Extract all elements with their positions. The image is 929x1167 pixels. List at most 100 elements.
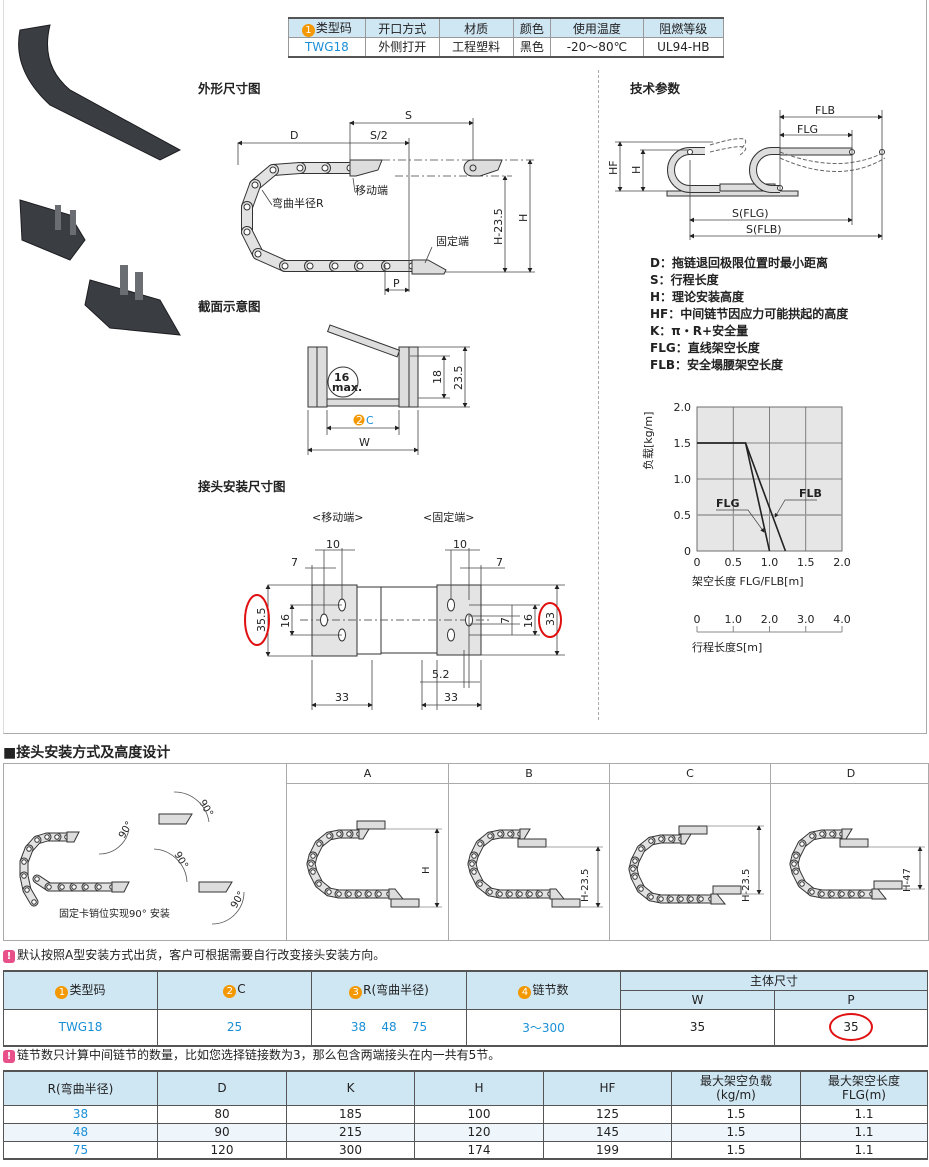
mount-bracket bbox=[517, 838, 547, 848]
dim-35.5: 35.5 bbox=[255, 608, 268, 633]
chain-pin bbox=[829, 891, 835, 897]
spec-code[interactable]: TWG18 bbox=[288, 37, 366, 57]
cell-R[interactable]: 48 bbox=[3, 1122, 158, 1142]
order-links[interactable]: 3～300 bbox=[466, 1008, 621, 1047]
chain-photo-2 bbox=[19, 199, 86, 261]
chain-pin bbox=[799, 881, 805, 887]
moving-end-plate bbox=[349, 159, 383, 177]
cell-R[interactable]: 75 bbox=[3, 1140, 158, 1160]
legend-item: HF：中间链节因应力可能拱起的高度 bbox=[650, 307, 849, 321]
chart-leader bbox=[774, 499, 817, 518]
chain-pin bbox=[71, 884, 77, 890]
dim-B: H-23.5 bbox=[580, 869, 591, 902]
mount-bracket bbox=[356, 820, 386, 830]
chart-y-tick: 0 bbox=[684, 545, 691, 558]
spec-cell: 外侧打开 bbox=[364, 37, 440, 57]
dim-FLG: FLG bbox=[797, 123, 818, 136]
header-K: K bbox=[286, 1070, 415, 1106]
dim-23.5: 23.5 bbox=[452, 366, 465, 391]
chain-pin bbox=[366, 891, 372, 897]
chart-x-tick: 0.5 bbox=[725, 556, 743, 569]
order-W: 35 bbox=[620, 1008, 775, 1047]
cell: 120 bbox=[157, 1140, 287, 1160]
mount-bracket bbox=[839, 838, 869, 848]
chain-pin bbox=[632, 858, 638, 864]
chain-pin bbox=[497, 891, 503, 897]
chain-pin bbox=[658, 836, 664, 842]
chain-pin bbox=[306, 262, 314, 270]
order-code[interactable]: TWG18 bbox=[3, 1008, 158, 1047]
mount-bracket bbox=[678, 825, 708, 835]
chain-photo-1 bbox=[18, 24, 182, 161]
chain-pin bbox=[34, 837, 40, 843]
chart-label-flg: FLG bbox=[716, 497, 740, 510]
joint-title: 接头安装尺寸图 bbox=[198, 479, 286, 494]
chart-secondary-label: 行程长度S[m] bbox=[692, 640, 762, 654]
label-bend-radius: 弯曲半径R bbox=[272, 196, 324, 210]
chain-pin bbox=[658, 896, 664, 902]
r-option[interactable]: 38 bbox=[350, 1020, 367, 1035]
dim-33-vertical: 33 bbox=[544, 612, 557, 626]
chain-pin bbox=[326, 889, 332, 895]
chain-pin bbox=[59, 884, 65, 890]
chain-pin bbox=[24, 887, 30, 893]
angle-arc bbox=[173, 791, 210, 823]
tech-legend: D：拖链退回极限位置时最小距离 S：行程长度 H：理论安装高度 HF：中间链节因… bbox=[650, 255, 848, 374]
chart-secondary-tick: 1.0 bbox=[725, 613, 743, 626]
chain-pin bbox=[668, 896, 674, 902]
dim-C: H-23.5 bbox=[741, 869, 752, 902]
r-option[interactable]: 75 bbox=[411, 1020, 428, 1035]
end-plate bbox=[841, 828, 853, 840]
chain-pin bbox=[793, 853, 799, 859]
chain-pin bbox=[487, 889, 493, 895]
chain-photo-3 bbox=[84, 279, 181, 336]
r-option[interactable]: 48 bbox=[381, 1020, 397, 1035]
chain-pin bbox=[668, 836, 674, 842]
chain-pin bbox=[809, 833, 815, 839]
chain-pin bbox=[839, 891, 845, 897]
chain-pin bbox=[331, 262, 339, 270]
chain-pin bbox=[527, 891, 533, 897]
chain-pin bbox=[648, 838, 654, 844]
section2-title: ■接头安装方式及高度设计 bbox=[3, 745, 171, 761]
col-C: C bbox=[609, 764, 770, 784]
dim-5.2: 5.2 bbox=[432, 668, 450, 681]
chart-x-label: 架空长度 FLG/FLB[m] bbox=[692, 574, 803, 588]
chain-pin bbox=[321, 164, 329, 172]
chain-pin bbox=[310, 869, 316, 875]
legend-item: K：π・R+安全量 bbox=[650, 324, 749, 338]
chart-y-tick: 1.0 bbox=[674, 473, 692, 486]
chain-pin bbox=[688, 896, 694, 902]
chart-secondary-tick: 3.0 bbox=[797, 613, 815, 626]
dim-H-23.5: H-23.5 bbox=[492, 208, 505, 245]
end-plate bbox=[549, 888, 566, 900]
chain-pin bbox=[678, 896, 684, 902]
legend-item: D：拖链退回极限位置时最小距离 bbox=[650, 256, 828, 270]
cell: 125 bbox=[543, 1104, 672, 1124]
label-fixed-end: 固定端 bbox=[436, 234, 469, 248]
spec-cell: UL94-HB bbox=[642, 37, 725, 57]
cell: 120 bbox=[414, 1122, 544, 1142]
chain-pin bbox=[21, 873, 27, 879]
cell-R[interactable]: 38 bbox=[3, 1104, 158, 1124]
end-plate bbox=[710, 893, 727, 905]
warning-icon: ! bbox=[3, 950, 15, 963]
label-fixed-end: <固定端> bbox=[423, 510, 474, 524]
dim-S-FLB: S(FLB) bbox=[746, 223, 782, 236]
cell: 1.1 bbox=[800, 1104, 928, 1124]
chain-pin bbox=[34, 876, 40, 882]
dim-7-vertical: 7 bbox=[499, 617, 512, 624]
chain-pin bbox=[296, 164, 304, 172]
order-R: 38 48 75 bbox=[311, 1008, 467, 1047]
legend-item: FLG：直线架空长度 bbox=[650, 341, 760, 355]
dim-S2: S/2 bbox=[370, 129, 388, 142]
cell: 1.1 bbox=[800, 1122, 928, 1142]
header-max-load: 最大架空负载(kg/m) bbox=[671, 1070, 801, 1106]
tech-drawing: FLB FLG HF H S(FLG) S(FLB) bbox=[607, 104, 886, 240]
order-C[interactable]: 25 bbox=[157, 1008, 312, 1047]
